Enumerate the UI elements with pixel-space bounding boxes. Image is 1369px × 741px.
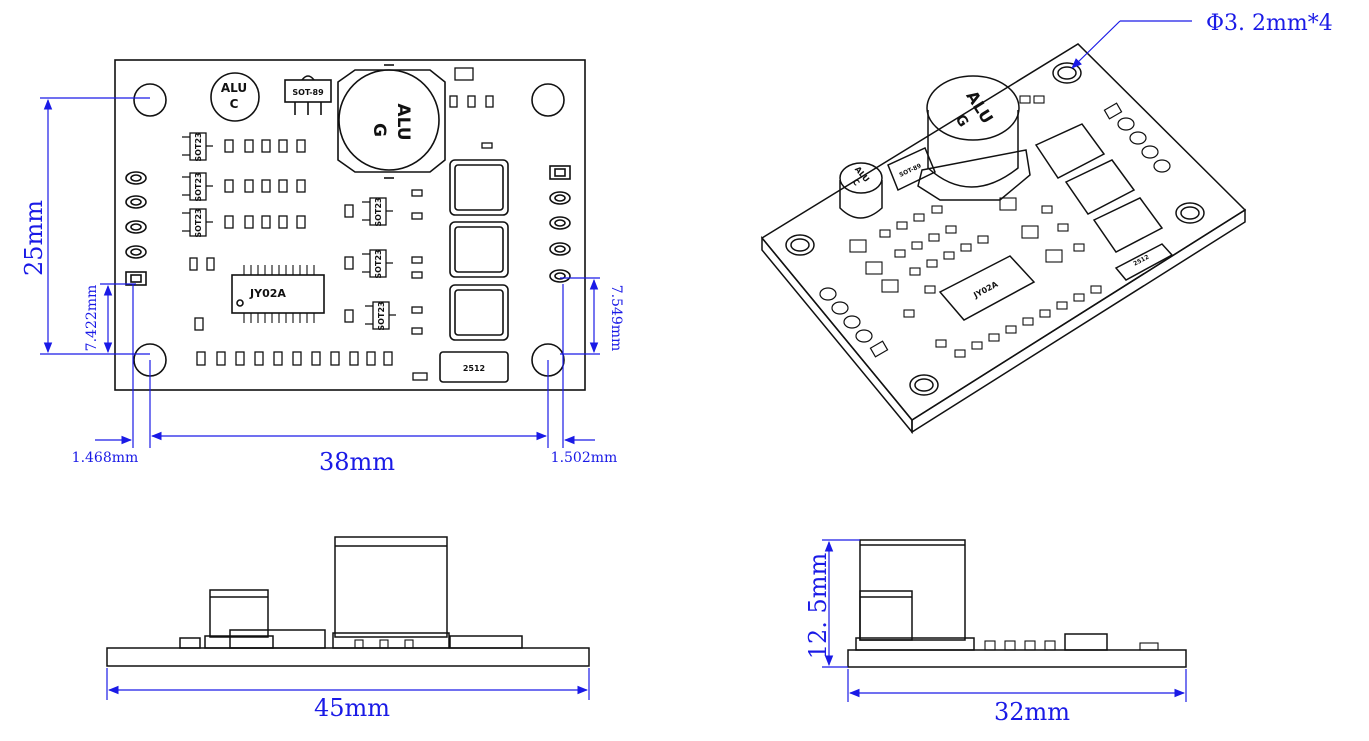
top-view — [114, 59, 586, 391]
front-big-capacitor — [334, 536, 448, 638]
transistor-group — [182, 132, 396, 330]
right-hole-offset-label: 1.502mm — [551, 450, 618, 466]
small-cap-label-1: ALU — [221, 81, 247, 95]
side-view — [847, 539, 1187, 668]
transistor-label-1: SOT23 — [194, 132, 203, 161]
iso-big-cap-label-2: G — [952, 112, 972, 130]
iso-inductors — [1034, 123, 1174, 281]
power-inductors — [449, 159, 509, 341]
side-dimensions — [822, 539, 1187, 702]
side-small-capacitor — [859, 590, 913, 641]
big-cap-label-1: ALU — [393, 103, 413, 140]
isometric-view — [760, 43, 1247, 435]
small-cap-label-2: C — [230, 97, 239, 111]
iso-small-capacitor — [839, 162, 883, 219]
big-cap-label-2: G — [369, 123, 389, 137]
transistor-label-2: SOT23 — [194, 172, 203, 201]
transistor-label-3: SOT23 — [194, 208, 203, 237]
iso-regulator-label: SOT-89 — [898, 163, 922, 179]
main-ic — [231, 265, 325, 323]
iso-board-edge — [911, 208, 1246, 434]
left-hole-offset-label: 1.468mm — [72, 450, 139, 466]
ic-label: JY02A — [249, 287, 286, 300]
mount-hole-top-right — [531, 83, 565, 117]
board-height-label: 25mm — [20, 200, 48, 276]
shunt-resistor — [439, 351, 509, 383]
regulator-chip — [284, 75, 332, 115]
big-capacitor — [337, 64, 446, 179]
side-width-label: 32mm — [994, 698, 1070, 726]
side-height-label: 12. 5mm — [804, 552, 832, 659]
hole-callout — [1071, 20, 1192, 69]
iso-shunt-label: 2512 — [1132, 254, 1150, 268]
small-capacitor — [210, 72, 260, 122]
top-view-dimensions — [40, 97, 600, 448]
iso-ic — [938, 255, 1036, 321]
iso-small-cap-label-2: C — [851, 177, 862, 187]
transistor-label-5: SOT23 — [374, 249, 383, 278]
top-view-board — [114, 59, 586, 391]
left-header-pins — [125, 171, 147, 286]
front-width-label: 45mm — [314, 694, 390, 722]
front-small-capacitor — [209, 589, 269, 638]
iso-board-top — [760, 43, 1247, 421]
right-header-pins — [549, 165, 571, 283]
front-view — [106, 536, 590, 667]
shunt-label: 2512 — [463, 364, 485, 373]
front-dimension — [106, 668, 590, 700]
mount-hole-top-left — [133, 83, 167, 117]
left-pin-height-label: 7.422mm — [84, 285, 100, 352]
transistor-label-4: SOT23 — [374, 197, 383, 226]
board-width-label: 38mm — [319, 448, 395, 476]
regulator-label: SOT-89 — [292, 88, 324, 97]
passive-components — [189, 67, 494, 381]
right-pin-height-label: 7.549mm — [608, 285, 624, 352]
hole-spec-label: Φ3. 2mm*4 — [1206, 11, 1333, 36]
front-board — [106, 647, 590, 667]
transistor-label-6: SOT23 — [377, 301, 386, 330]
iso-ic-label: JY02A — [971, 279, 1000, 300]
side-board — [847, 649, 1187, 668]
